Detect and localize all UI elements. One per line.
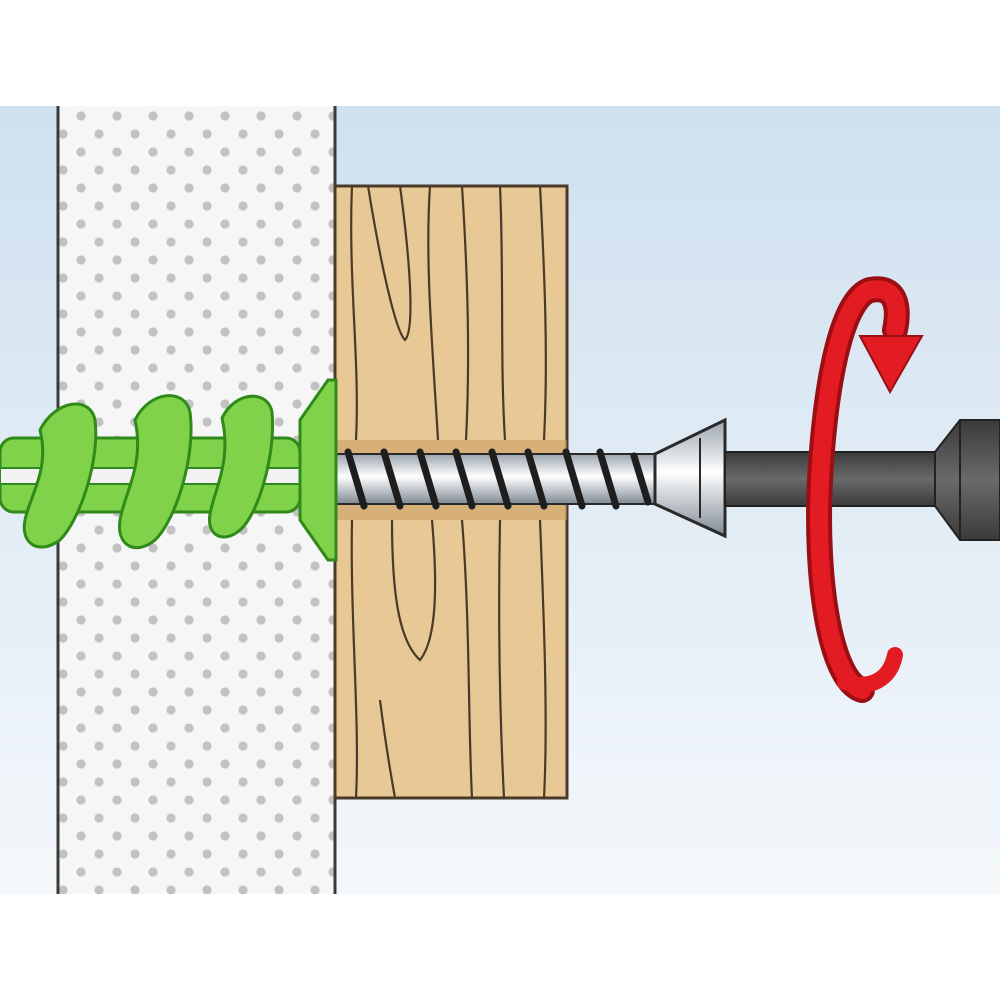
wood-grain: [350, 185, 547, 799]
drywall-anchor: [0, 378, 338, 562]
screw-head: [653, 417, 727, 539]
clockwise-arrow-icon: [806, 276, 924, 703]
anchor-flange: [298, 378, 338, 562]
screw: [334, 417, 727, 539]
screw-thread: [344, 448, 652, 510]
anchor-spirals: [22, 394, 275, 550]
